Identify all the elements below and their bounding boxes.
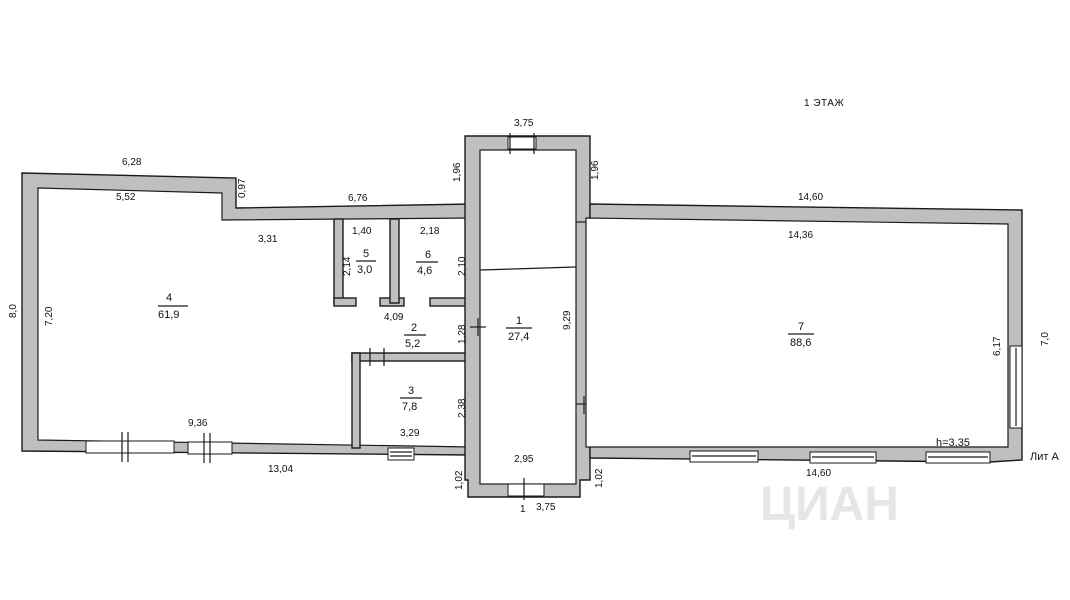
room-5-bottom-wall-left (333, 297, 357, 307)
dim-2-10: 2,10 (457, 256, 468, 276)
svg-text:7,8: 7,8 (402, 401, 417, 413)
dim-2-38: 2,38 (457, 398, 468, 418)
dim-7-0: 7,0 (1040, 332, 1051, 346)
dim-7-20: 7,20 (44, 306, 55, 326)
dim-1-02-left: 1,02 (454, 470, 465, 490)
svg-text:5: 5 (363, 248, 369, 260)
corridor-top-door (507, 136, 537, 150)
room-3-left-wall (351, 352, 361, 449)
dim-14-36: 14,36 (788, 230, 813, 241)
room-7-floor (585, 217, 1009, 448)
ceiling-height: h=3,35 (936, 437, 970, 449)
dim-6-28: 6,28 (122, 157, 142, 168)
floor-title: 1 ЭТАЖ (804, 98, 844, 109)
dim-3-75-top: 3,75 (514, 118, 534, 129)
svg-text:2: 2 (411, 322, 417, 334)
corridor-divider (479, 266, 577, 271)
room-3-window (387, 447, 415, 461)
lit-label: Лит А (1030, 451, 1059, 463)
svg-text:27,4: 27,4 (508, 331, 529, 343)
dim-1-40: 1,40 (352, 226, 372, 237)
svg-text:3: 3 (408, 385, 414, 397)
corridor-bottom-door (507, 483, 545, 497)
room-5-label: 5 3,0 (356, 248, 376, 276)
room-3-label: 3 7,8 (400, 385, 422, 413)
dim-6-17: 6,17 (992, 336, 1003, 356)
room-2-label: 2 5,2 (404, 322, 426, 350)
watermark-text: ЦИАН (760, 478, 899, 531)
dim-8-0: 8,0 (8, 304, 19, 318)
svg-text:1: 1 (516, 315, 522, 327)
dim-5-52: 5,52 (116, 192, 136, 203)
dim-1-96-left: 1,96 (452, 162, 463, 182)
dim-1-02-right: 1,02 (594, 468, 605, 488)
dim-0-97: 0,97 (237, 178, 248, 198)
dim-2-95: 2,95 (514, 454, 534, 465)
dim-1-96-right: 1,96 (590, 160, 601, 180)
dim-3-29: 3,29 (400, 428, 420, 439)
room-4-label: 4 61,9 (158, 292, 188, 321)
room-1-label: 1 27,4 (506, 315, 532, 343)
dim-6-76: 6,76 (348, 193, 368, 204)
dim-9-36: 9,36 (188, 418, 208, 429)
dim-2-14: 2,14 (342, 256, 353, 276)
dim-3-75-bottom: 3,75 (536, 502, 556, 513)
dim-14-60-bottom: 14,60 (806, 468, 831, 479)
svg-text:6: 6 (425, 249, 431, 261)
dim-1-bottom: 1 (520, 504, 526, 515)
svg-text:5,2: 5,2 (405, 338, 420, 350)
dim-3-31: 3,31 (258, 234, 278, 245)
svg-text:61,9: 61,9 (158, 309, 179, 321)
room-7-label: 7 88,6 (788, 321, 814, 349)
svg-text:3,0: 3,0 (357, 264, 372, 276)
room-1-floor (479, 149, 577, 485)
dim-2-18: 2,18 (420, 226, 440, 237)
svg-text:88,6: 88,6 (790, 337, 811, 349)
dim-1-28: 1,28 (457, 324, 468, 344)
dim-13-04: 13,04 (268, 464, 293, 475)
svg-text:4,6: 4,6 (417, 265, 432, 277)
dim-14-60-top: 14,60 (798, 192, 823, 203)
room-5-6-partition (389, 218, 400, 304)
left-window-1 (85, 440, 175, 454)
room-6-label: 6 4,6 (416, 249, 438, 277)
dim-9-29: 9,29 (562, 310, 573, 330)
svg-text:4: 4 (166, 292, 172, 304)
dim-4-09: 4,09 (384, 312, 404, 323)
svg-text:7: 7 (798, 321, 804, 333)
